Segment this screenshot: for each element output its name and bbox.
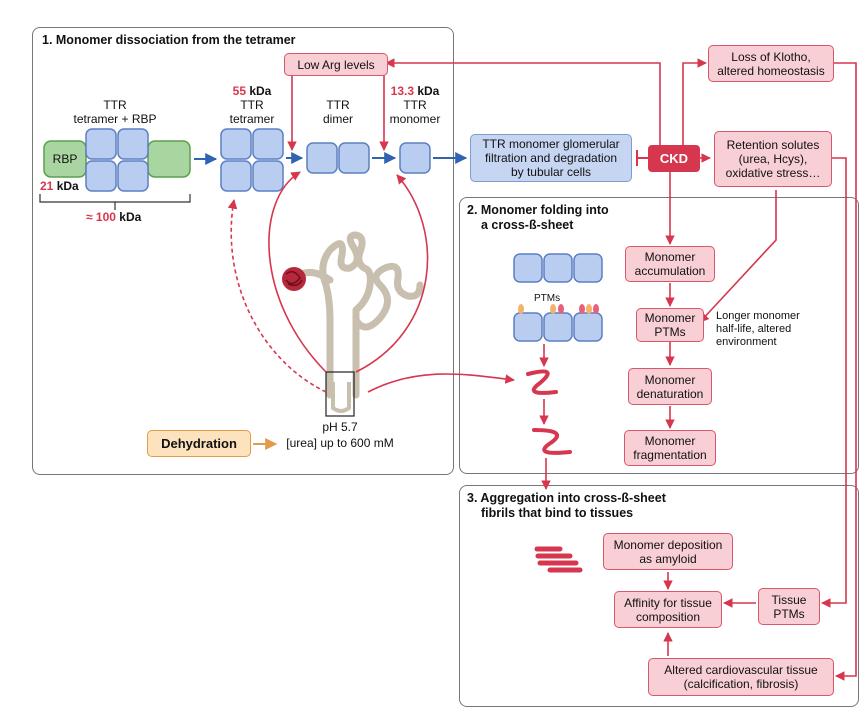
tetramer-rbp-label: TTR tetramer + RBP (70, 98, 160, 126)
ckd-box: CKD (648, 145, 700, 172)
monomer-kda-unit: kDa (417, 84, 440, 98)
tetramer-kda-value: 55 (232, 84, 246, 98)
nephron-illustration (282, 231, 424, 417)
tissue-ptms-line2: PTMs (773, 606, 805, 621)
tetramer-kda-unit: kDa (249, 84, 272, 98)
tetramer-shape (220, 128, 284, 192)
affinity-box: Affinity for tissue composition (614, 591, 722, 628)
dimer-label-line2: dimer (322, 112, 353, 126)
rbp-text: RBP (52, 152, 78, 166)
arrow-nephron-panel2 (367, 373, 515, 393)
cardio-line1: Altered cardiovascular tissue (664, 663, 818, 677)
rbp-kda: 21 kDa (40, 179, 79, 193)
klotho-line2: altered homeostasis (717, 63, 825, 78)
filtration-box: TTR monomer glomerular filtration and de… (470, 134, 632, 182)
tetramer-rbp-label-line1: TTR (103, 98, 127, 112)
approx-kda-unit: kDa (119, 210, 142, 224)
panel2-title: 2. Monomer folding into a cross-ß-sheet (467, 203, 609, 233)
dimer-shape (306, 142, 370, 174)
panel1-title: 1. Monomer dissociation from the tetrame… (42, 33, 296, 47)
filtration-line3: by tubular cells (510, 165, 592, 179)
panel2-title-line1: 2. Monomer folding into (467, 203, 609, 217)
half-life-line2: half-life, altered (716, 323, 792, 335)
denaturation-line2: denaturation (636, 386, 704, 401)
denaturation-line1: Monomer (644, 372, 696, 387)
retention-line3: oxidative stress… (725, 166, 821, 180)
unfolded-monomer-2 (532, 428, 572, 455)
trimer-shape (513, 253, 603, 283)
rbp-shape-left (43, 140, 87, 178)
tissue-ptms-line1: Tissue (771, 592, 807, 607)
arrow-retention-ptms (699, 190, 777, 323)
retention-line1: Retention solutes (726, 138, 820, 152)
tetramer-rbp-label-line2: tetramer + RBP (73, 112, 157, 126)
arrow-nephron-dimer (268, 171, 327, 373)
arrow-nephron-tetramer-dashed (227, 199, 327, 393)
tetramer-rbp-shape (85, 128, 149, 192)
filtration-line1: TTR monomer glomerular (482, 137, 620, 151)
dehydration-box: Dehydration (147, 430, 251, 457)
cardio-box: Altered cardiovascular tissue (calcifica… (648, 658, 834, 696)
fragmentation-line1: Monomer (644, 434, 696, 448)
ptms-label: PTMs (534, 293, 561, 304)
tetramer-label-line1: TTR (240, 98, 264, 112)
tissue-ptms-box: Tissue PTMs (758, 588, 820, 625)
affinity-line2: composition (635, 609, 701, 624)
approx-kda: ≈ 100 kDa (86, 210, 141, 224)
fibril-shape (534, 546, 583, 573)
panel3-title-line1: 3. Aggregation into cross-ß-sheet (467, 491, 666, 505)
ph-label: pH 5.7 (322, 420, 358, 434)
klotho-box: Loss of Klotho, altered homeostasis (708, 45, 834, 82)
monomer-ptms-line2: PTMs (654, 325, 686, 339)
arrow-klotho-cardio (832, 62, 857, 681)
rbp-shape-right (147, 140, 191, 178)
arrow-ckd-lowarg (385, 58, 661, 146)
tetramer-label-line2: tetramer (229, 112, 275, 126)
dimer-label: TTR dimer (308, 98, 368, 126)
dimer-label-line1: TTR (326, 98, 350, 112)
ptm-trimer-shape (513, 304, 603, 342)
half-life-note: Longer monomer half-life, altered enviro… (716, 310, 800, 349)
panel3-title-line2: fibrils that bind to tissues (481, 506, 634, 520)
accumulation-line1: Monomer (644, 250, 696, 264)
approx-kda-value: ≈ 100 (86, 210, 116, 224)
fragmentation-box: Monomer fragmentation (624, 430, 716, 466)
accumulation-line2: accumulation (634, 264, 706, 278)
half-life-line1: Longer monomer (716, 310, 800, 322)
tetramer-label: 55 kDa TTR tetramer (215, 84, 289, 126)
deposition-line1: Monomer deposition (613, 537, 723, 552)
cardio-line2: (calcification, fibrosis) (683, 677, 799, 691)
rbp-kda-value: 21 (40, 179, 54, 193)
monomer-shape (399, 142, 431, 174)
monomer-label: 13.3 kDa TTR monomer (382, 84, 448, 126)
half-life-line3: environment (716, 336, 777, 348)
urea-label: [urea] up to 600 mM (286, 436, 394, 450)
retention-line2: (urea, Hcys), (738, 152, 808, 166)
deposition-box: Monomer deposition as amyloid (603, 533, 733, 570)
low-arg-box: Low Arg levels (284, 53, 388, 76)
retention-box: Retention solutes (urea, Hcys), oxidativ… (714, 131, 832, 187)
rbp-kda-unit: kDa (56, 179, 79, 193)
panel3-title: 3. Aggregation into cross-ß-sheet fibril… (467, 491, 666, 521)
klotho-line1: Loss of Klotho, (731, 49, 811, 64)
affinity-line1: Affinity for tissue (624, 595, 712, 610)
monomer-label-line1: TTR (403, 98, 427, 112)
arrow-retention-tissue-ptms (821, 157, 847, 608)
deposition-line2: as amyloid (639, 551, 697, 566)
size-bracket (39, 194, 191, 210)
panel2-title-line2: a cross-ß-sheet (481, 218, 574, 232)
arrow-nephron-monomer (355, 174, 429, 373)
unfolded-monomer-1 (526, 369, 558, 395)
monomer-kda-value: 13.3 (390, 84, 414, 98)
fragmentation-line2: fragmentation (633, 448, 707, 462)
monomer-label-line2: monomer (389, 112, 441, 126)
monomer-ptms-box: Monomer PTMs (636, 308, 704, 342)
filtration-line2: filtration and degradation (484, 151, 618, 165)
accumulation-box: Monomer accumulation (625, 246, 715, 282)
arrow-ckd-klotho (682, 58, 707, 150)
monomer-ptms-line1: Monomer (644, 311, 696, 325)
denaturation-box: Monomer denaturation (628, 368, 712, 405)
